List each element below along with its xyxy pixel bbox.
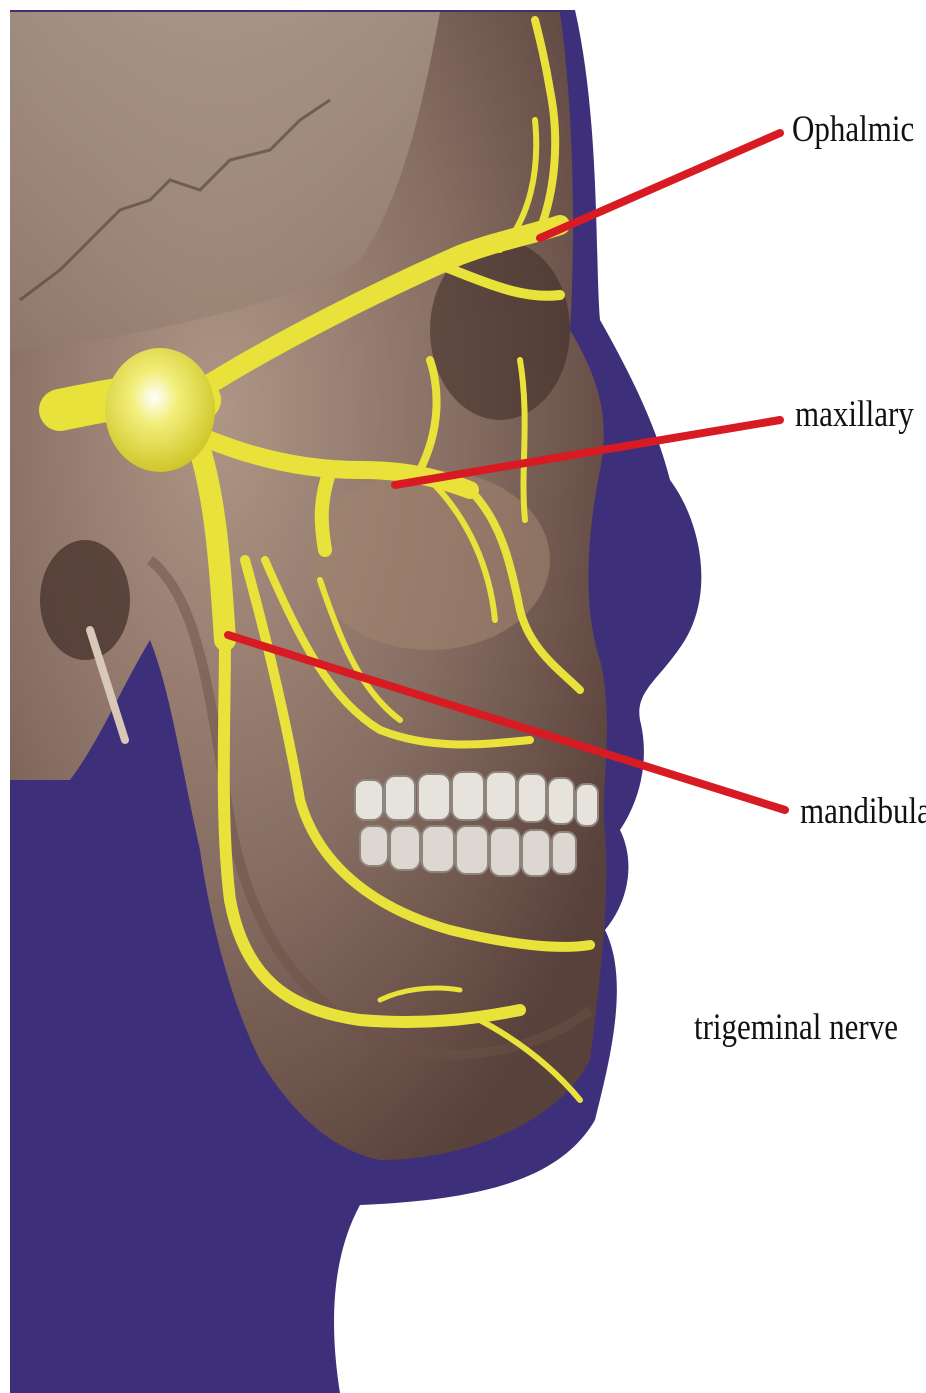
- ear-canal: [40, 540, 130, 660]
- cheekbone: [310, 470, 550, 650]
- figure-caption: trigeminal nerve: [694, 1006, 898, 1048]
- mandibular-label: mandibular: [800, 790, 926, 832]
- ophthalmic-label: Ophalmic: [792, 108, 914, 150]
- trigeminal-ganglion: [105, 348, 215, 472]
- upper-teeth: [355, 772, 598, 826]
- maxillary-label: maxillary: [795, 393, 914, 435]
